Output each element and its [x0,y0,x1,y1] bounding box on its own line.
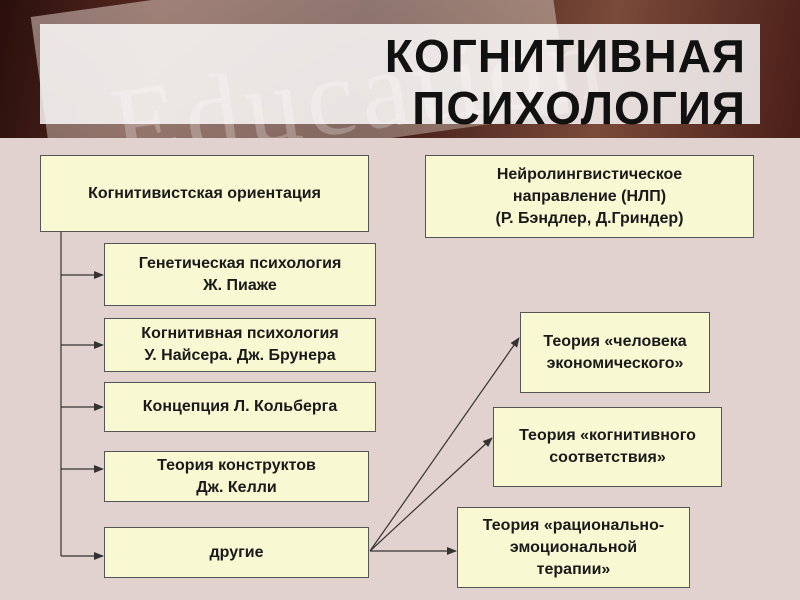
theory-line-3: терапии» [536,560,611,578]
theory-cognitive-correspondence: Теория «когнитивного соответствия» [493,407,722,487]
root-box: Когнитивистская ориентация [40,155,369,232]
theory-line-2: эмоциональной [509,538,638,556]
branch-genetic-psychology: Генетическая психология Ж. Пиаже [104,243,376,306]
page-title: КОГНИТИВНАЯ ПСИХОЛОГИЯ [385,30,746,134]
theory-line-2: экономического» [546,354,684,372]
theory-line-1: Теория «когнитивного [519,427,696,444]
theory-line-1: Теория «рационально- [482,516,665,534]
branch-cognitive-psychology: Когнитивная психология У. Найсера. Дж. Б… [104,318,376,372]
nlp-line-2: направление (НЛП) [512,187,667,205]
theory-line-2: соответствия» [549,449,666,466]
root-label: Когнитивистская ориентация [88,184,321,202]
header-banner: Education КОГНИТИВНАЯ ПСИХОЛОГИЯ [0,0,800,138]
nlp-box: Нейролингвистическое направление (НЛП) (… [425,155,754,238]
branch-line-1: Генетическая психология [138,254,342,272]
title-band [40,24,760,124]
branch-other: другие [104,527,369,578]
nlp-line-1: Нейролингвистическое [496,165,683,183]
theory-line-1: Теория «человека [543,332,687,350]
nlp-line-3: (Р. Бэндлер, Д.Гриндер) [495,209,684,227]
title-line-1: КОГНИТИВНАЯ [384,30,746,82]
branch-line-1: Когнитивная психология [141,325,339,342]
title-line-2: ПСИХОЛОГИЯ [412,82,746,134]
branch-line-1: Концепция Л. Кольберга [142,398,338,415]
branch-kohlberg: Концепция Л. Кольберга [104,382,376,432]
theory-economic-man: Теория «человека экономического» [520,312,710,393]
branch-line-1: другие [209,543,264,561]
theory-rational-emotional: Теория «рационально- эмоциональной терап… [457,507,690,588]
branch-line-1: Теория конструктов [157,456,316,474]
branch-line-2: У. Найсера. Дж. Брунера [144,347,336,364]
branch-line-2: Ж. Пиаже [203,276,277,294]
branch-line-2: Дж. Келли [196,478,277,496]
branch-kelly: Теория конструктов Дж. Келли [104,451,369,502]
